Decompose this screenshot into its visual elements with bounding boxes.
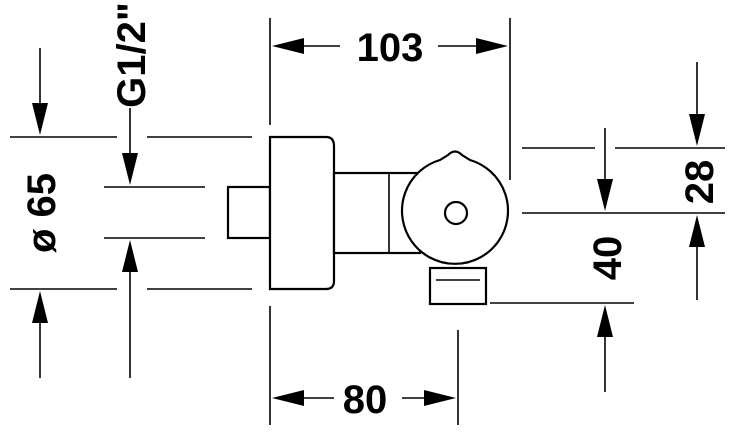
dimension-label-diameter: ø 65 [20,173,64,253]
dimension-height-offset: 28 [678,62,722,300]
dimension-label-thread: G1/2" [110,2,154,108]
dimension-outlet-offset: 40 [586,128,630,392]
dimension-label-outlet-offset: 40 [586,236,630,281]
handle-center-cap [443,200,469,226]
dimension-label-width: 103 [357,26,424,70]
rear-knob [226,185,272,240]
mixer-body [226,135,510,306]
dimension-depth: 80 [272,378,456,422]
dimension-label-height-offset: 28 [678,160,722,205]
extension-lines [10,18,725,425]
bottom-outlet [428,266,488,306]
rosette [268,135,336,291]
dimension-overall-width: 103 [272,26,508,70]
dimension-label-depth: 80 [343,378,388,422]
dimension-thread: G1/2" [110,2,154,378]
dimension-diameter: ø 65 [20,48,64,378]
